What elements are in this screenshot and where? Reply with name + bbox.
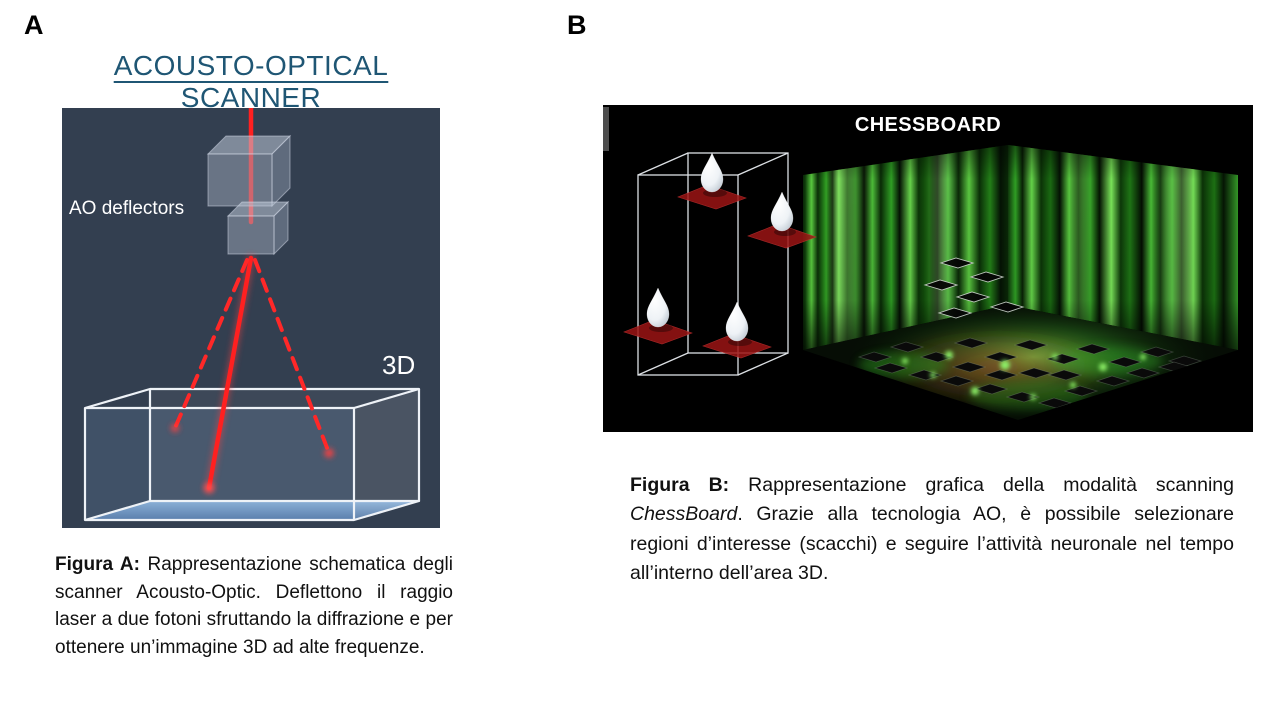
- neuron-rois: [623, 152, 817, 359]
- figure-a-caption-body: Rappresentazione schematica degli scanne…: [55, 554, 453, 658]
- figure-b-caption: Figura B: Rappresentazione grafica della…: [630, 471, 1234, 588]
- figure-b-caption-italic: ChessBoard: [630, 503, 738, 526]
- laser-beams-deflected: [171, 254, 334, 493]
- image-edge-artifact: [603, 107, 609, 151]
- figure-b-caption-body-pre: Rappresentazione grafica della modalità …: [729, 474, 1234, 496]
- panel-b-label: B: [567, 10, 587, 40]
- panel-a-title: ACOUSTO-OPTICAL SCANNER: [113, 50, 389, 113]
- figure-a-caption-lead: Figura A:: [55, 554, 140, 575]
- scanner-diagram-graphic: [83, 108, 421, 522]
- figure-a-caption: Figura A: Rappresentazione schematica de…: [55, 551, 453, 661]
- figure-b-caption-lead: Figura B:: [630, 474, 730, 496]
- chessboard-visualization: [623, 145, 1238, 420]
- chessboard-title: CHESSBOARD: [854, 114, 1002, 136]
- 3d-box-label: 3D: [382, 350, 416, 380]
- figure-b-caption-body-post: . Grazie alla tecnologia AO, è possibile…: [630, 503, 1234, 584]
- 3d-volume-box: [83, 387, 421, 522]
- panel-a-label: A: [24, 10, 44, 40]
- ao-deflectors-label: AO deflectors: [69, 198, 185, 219]
- ao-deflector-cubes: [206, 134, 292, 256]
- chessboard-figure: CHESSBOARD: [603, 105, 1253, 432]
- scanner-diagram: AO deflectors 3D: [62, 108, 440, 528]
